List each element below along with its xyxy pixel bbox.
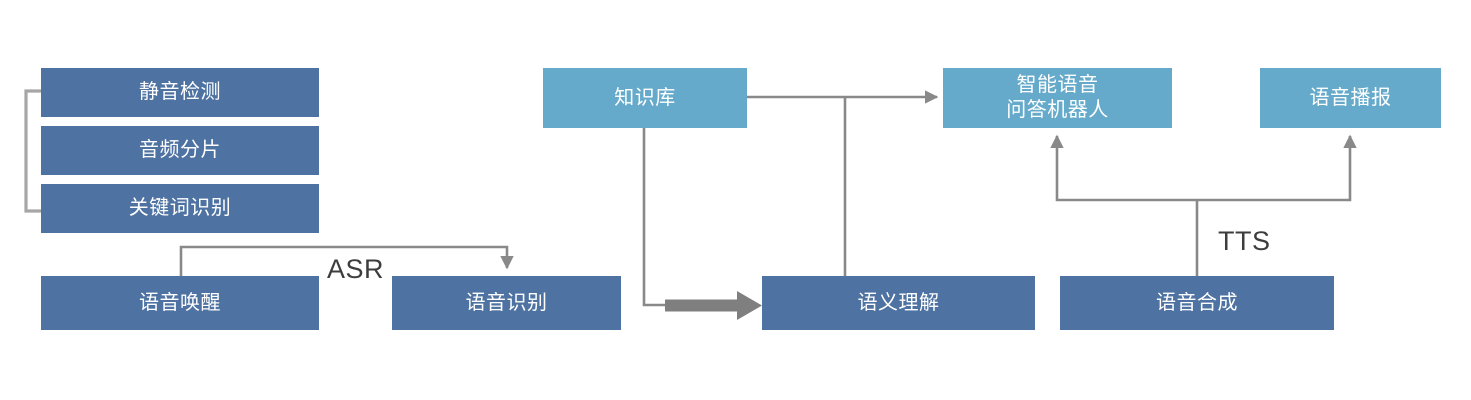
node-silence-detection[interactable]: 静音检测: [41, 68, 319, 117]
connector-recognition-to-semantic: [642, 128, 762, 320]
node-speech-recognition[interactable]: 语音识别: [392, 276, 621, 330]
node-semantic-understanding[interactable]: 语义理解: [762, 276, 1035, 330]
node-audio-segmentation[interactable]: 音频分片: [41, 126, 319, 175]
asr-label: ASR: [327, 254, 385, 284]
node-knowledge-base[interactable]: 知识库: [543, 68, 747, 128]
block-arrow-to-semantic: [665, 291, 762, 320]
node-voice-wakeup[interactable]: 语音唤醒: [41, 276, 319, 330]
tts-label: TTS: [1218, 226, 1271, 256]
node-speech-synthesis[interactable]: 语音合成: [1060, 276, 1334, 330]
node-qa-robot[interactable]: 智能语音 问答机器人: [943, 68, 1172, 128]
connector-synthesis-tts-fork: [1050, 134, 1357, 276]
node-voice-broadcast[interactable]: 语音播报: [1260, 68, 1441, 128]
connector-wakeup-to-recognition: [179, 245, 514, 276]
node-keyword-recognition[interactable]: 关键词识别: [41, 184, 319, 233]
wakeup-stage-bracket: [24, 89, 41, 213]
